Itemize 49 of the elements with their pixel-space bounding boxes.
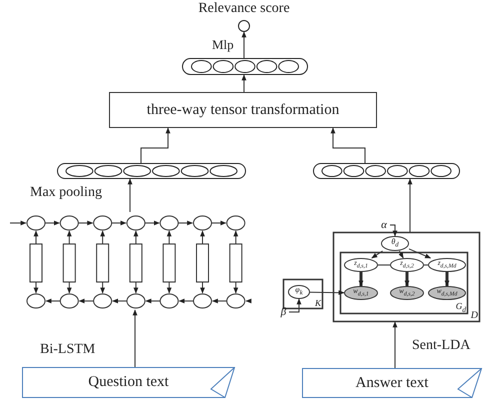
variable-node xyxy=(428,258,466,272)
observed-node xyxy=(390,286,424,300)
node-label: three-way tensor transformation xyxy=(146,102,340,118)
plate-box xyxy=(340,252,468,314)
vector-layer xyxy=(57,163,246,179)
plate-label: D xyxy=(470,311,478,321)
plate-box xyxy=(333,232,480,322)
arrow xyxy=(358,272,364,287)
connector-line xyxy=(378,264,390,266)
arrow xyxy=(398,250,404,259)
arrow xyxy=(288,298,302,312)
edge-label: Mlp xyxy=(212,38,234,51)
plate-box xyxy=(283,279,323,309)
edge-label: Max pooling xyxy=(30,186,102,200)
plate-label: K xyxy=(314,299,321,308)
arrow xyxy=(390,224,398,237)
variable-node xyxy=(390,258,424,272)
observed-node xyxy=(344,286,378,300)
arrow xyxy=(408,178,412,232)
node-label: Question text xyxy=(88,375,169,390)
arrow xyxy=(371,250,384,258)
arrow xyxy=(132,309,138,368)
arrow xyxy=(242,31,246,58)
arrow xyxy=(310,290,345,296)
arrow xyxy=(242,74,246,92)
process-box xyxy=(109,92,377,128)
plate-label: G$_{d}$ xyxy=(456,302,466,313)
node-label: Answer text xyxy=(356,376,428,390)
document-shape xyxy=(302,368,482,398)
connector-line xyxy=(424,264,428,266)
arrow xyxy=(128,178,132,212)
variable-node xyxy=(344,258,378,272)
node-label: β xyxy=(280,306,286,318)
variable-node xyxy=(288,285,310,299)
variable-node xyxy=(381,236,409,251)
node-label: α xyxy=(381,220,387,230)
vector-layer xyxy=(182,58,308,75)
arrow xyxy=(392,321,398,368)
variable-label: φ$_{k}$ xyxy=(295,286,303,298)
arrow xyxy=(404,272,410,287)
vector-layer xyxy=(313,163,460,179)
output-node xyxy=(238,20,250,32)
arrow xyxy=(140,127,170,164)
arrow xyxy=(330,127,366,164)
variable-label: θ$_{d}$ xyxy=(391,238,399,250)
arrow xyxy=(408,248,432,258)
observed-node xyxy=(428,286,466,300)
arrow xyxy=(444,272,450,287)
document-shape xyxy=(22,367,235,398)
